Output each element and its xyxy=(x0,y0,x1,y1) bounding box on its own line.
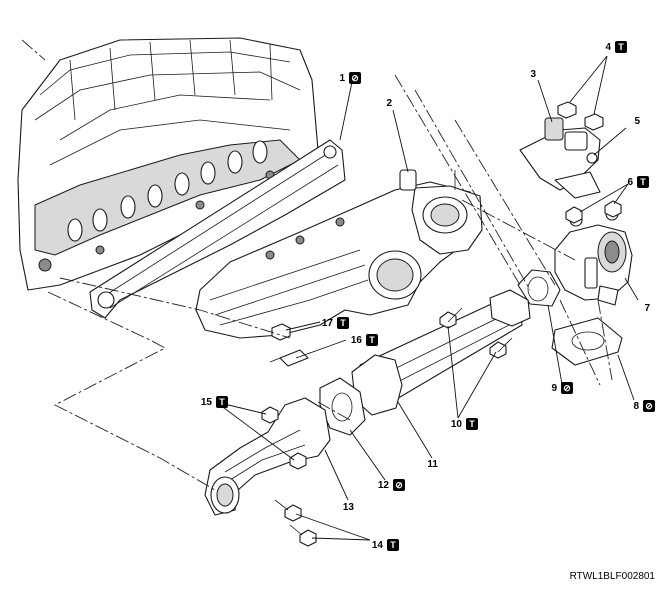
bolt-pair-6 xyxy=(565,200,622,224)
egr-cooler-gasket-upper xyxy=(517,269,561,307)
svg-text:12: 12 xyxy=(378,480,390,491)
reference-code: RTWL1BLF002801 xyxy=(569,571,655,582)
svg-text:5: 5 xyxy=(634,116,640,127)
svg-text:T: T xyxy=(390,540,396,550)
leader-lines xyxy=(215,55,639,541)
svg-text:15: 15 xyxy=(201,397,213,408)
svg-text:⊘: ⊘ xyxy=(395,480,403,490)
egr-valve-gasket xyxy=(551,317,623,366)
callout-15: 15 T xyxy=(201,396,228,408)
callout-2: 2 xyxy=(386,98,392,109)
torque-icon xyxy=(387,539,399,551)
egr-cooler xyxy=(351,289,531,416)
svg-text:17: 17 xyxy=(322,318,334,329)
svg-text:9: 9 xyxy=(551,383,557,394)
torque-icon xyxy=(366,334,378,346)
torque-icon xyxy=(216,396,228,408)
callout-17: 17 T xyxy=(322,317,349,329)
svg-text:8: 8 xyxy=(633,401,639,412)
no-reuse-icon xyxy=(561,382,573,394)
callout-6: 6 T xyxy=(627,176,649,188)
bolt-pair-10 xyxy=(439,307,513,359)
manifold-gasket xyxy=(89,139,346,319)
egr-sensor-bracket xyxy=(519,117,601,199)
callout-5: 5 xyxy=(634,116,640,127)
svg-text:2: 2 xyxy=(386,98,392,109)
callout-13: 13 xyxy=(343,502,355,513)
svg-text:16: 16 xyxy=(351,335,363,346)
svg-text:T: T xyxy=(340,318,346,328)
svg-text:T: T xyxy=(640,177,646,187)
torque-icon xyxy=(466,418,478,430)
egr-valve xyxy=(554,207,633,306)
svg-text:3: 3 xyxy=(530,69,536,80)
no-reuse-icon xyxy=(393,479,405,491)
callout-3: 3 xyxy=(530,69,536,80)
callout-10: 10 T xyxy=(451,418,478,430)
svg-text:T: T xyxy=(618,42,624,52)
svg-text:T: T xyxy=(469,419,475,429)
svg-text:14: 14 xyxy=(372,540,384,551)
callout-number: 1 xyxy=(339,73,345,84)
svg-text:10: 10 xyxy=(451,419,463,430)
exhaust-manifold xyxy=(195,169,483,339)
bolt-pair-15 xyxy=(261,406,307,470)
svg-text:⊘: ⊘ xyxy=(645,401,653,411)
callout-14: 14 T xyxy=(372,539,399,551)
alignment-lines xyxy=(21,39,613,491)
callout-4: 4 T xyxy=(605,41,627,53)
svg-text:T: T xyxy=(369,335,375,345)
no-reuse-icon xyxy=(643,400,655,412)
callout-16: 16 T xyxy=(351,334,378,346)
bolt-16 xyxy=(269,349,309,367)
svg-text:6: 6 xyxy=(627,177,633,188)
callout-7: 7 xyxy=(644,303,650,314)
callout-9: 9 ⊘ xyxy=(551,382,573,394)
svg-text:⊘: ⊘ xyxy=(563,383,571,393)
svg-text:11: 11 xyxy=(427,459,438,470)
bolt-17 xyxy=(271,323,291,341)
cylinder-head xyxy=(17,37,319,291)
callout-11: 11 xyxy=(427,459,438,470)
svg-text:13: 13 xyxy=(343,502,355,513)
svg-text:7: 7 xyxy=(644,303,650,314)
bolt-pair-4 xyxy=(557,101,604,131)
torque-icon xyxy=(337,317,349,329)
svg-text:⊘: ⊘ xyxy=(351,73,359,83)
torque-icon xyxy=(615,41,627,53)
svg-text:4: 4 xyxy=(605,42,611,53)
svg-text:T: T xyxy=(219,397,225,407)
bolt-pair-14 xyxy=(274,499,317,547)
callout-12: 12 ⊘ xyxy=(378,479,405,491)
no-reuse-icon xyxy=(349,72,361,84)
callout-1: 1 ⊘ xyxy=(339,72,361,84)
callout-8: 8 ⊘ xyxy=(633,400,655,412)
torque-icon xyxy=(637,176,649,188)
egr-pipe xyxy=(204,397,331,516)
